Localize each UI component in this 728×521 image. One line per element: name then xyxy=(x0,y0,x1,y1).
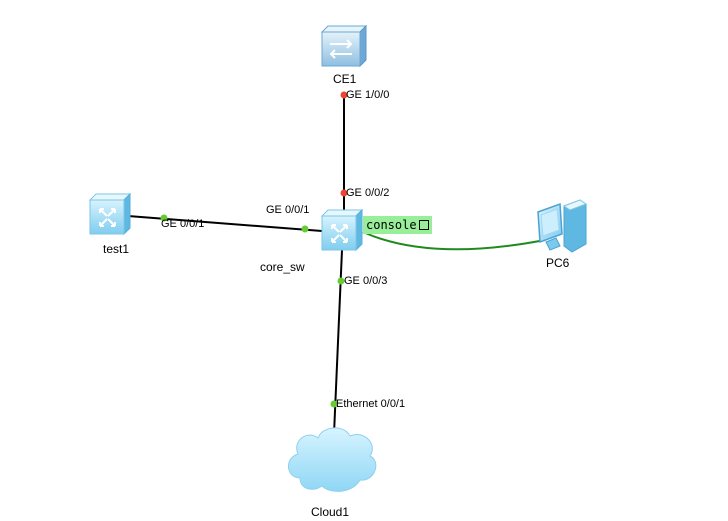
device-label-pc6: PC6 xyxy=(546,256,570,270)
link-console-core-pc6[interactable] xyxy=(362,231,546,251)
cloud-icon xyxy=(288,427,377,492)
port-label-ce1-ge100: GE 1/0/0 xyxy=(346,89,390,101)
pc-icon xyxy=(537,199,588,253)
link-test1-core[interactable] xyxy=(127,215,323,232)
device-pc6[interactable] xyxy=(537,199,588,253)
port-dot-cloud-eth001 xyxy=(330,400,338,408)
device-label-cloud1: Cloud1 xyxy=(311,505,350,519)
l3-switch-icon xyxy=(88,192,132,236)
console-tag-label: console xyxy=(366,218,417,232)
console-toggle-icon[interactable] xyxy=(418,220,429,230)
port-dot-core-ge001 xyxy=(301,225,309,233)
console-tag[interactable]: console xyxy=(363,216,432,234)
device-cloud1[interactable] xyxy=(288,427,377,492)
l3-switch-icon xyxy=(320,208,364,252)
device-test1[interactable] xyxy=(88,192,132,236)
port-dot-core-ge003 xyxy=(337,277,345,285)
ce-switch-icon xyxy=(320,24,368,68)
port-label-core-ge002: GE 0/0/2 xyxy=(346,187,390,199)
device-label-core-sw: core_sw xyxy=(260,260,305,274)
device-ce1[interactable] xyxy=(320,24,368,68)
device-core-sw[interactable] xyxy=(320,208,364,252)
port-label-test1-ge001: GE 0/0/1 xyxy=(161,218,205,230)
device-label-test1: test1 xyxy=(103,242,130,256)
port-label-core-ge003: GE 0/0/3 xyxy=(344,275,388,287)
port-dot-test1-ge001 xyxy=(160,214,168,222)
port-dot-core-ge002 xyxy=(340,189,348,197)
device-label-ce1: CE1 xyxy=(333,72,357,86)
port-label-core-ge001: GE 0/0/1 xyxy=(266,204,310,216)
port-label-cloud-eth001: Ethernet 0/0/1 xyxy=(336,398,406,410)
port-dot-ce1-ge100 xyxy=(340,91,348,99)
